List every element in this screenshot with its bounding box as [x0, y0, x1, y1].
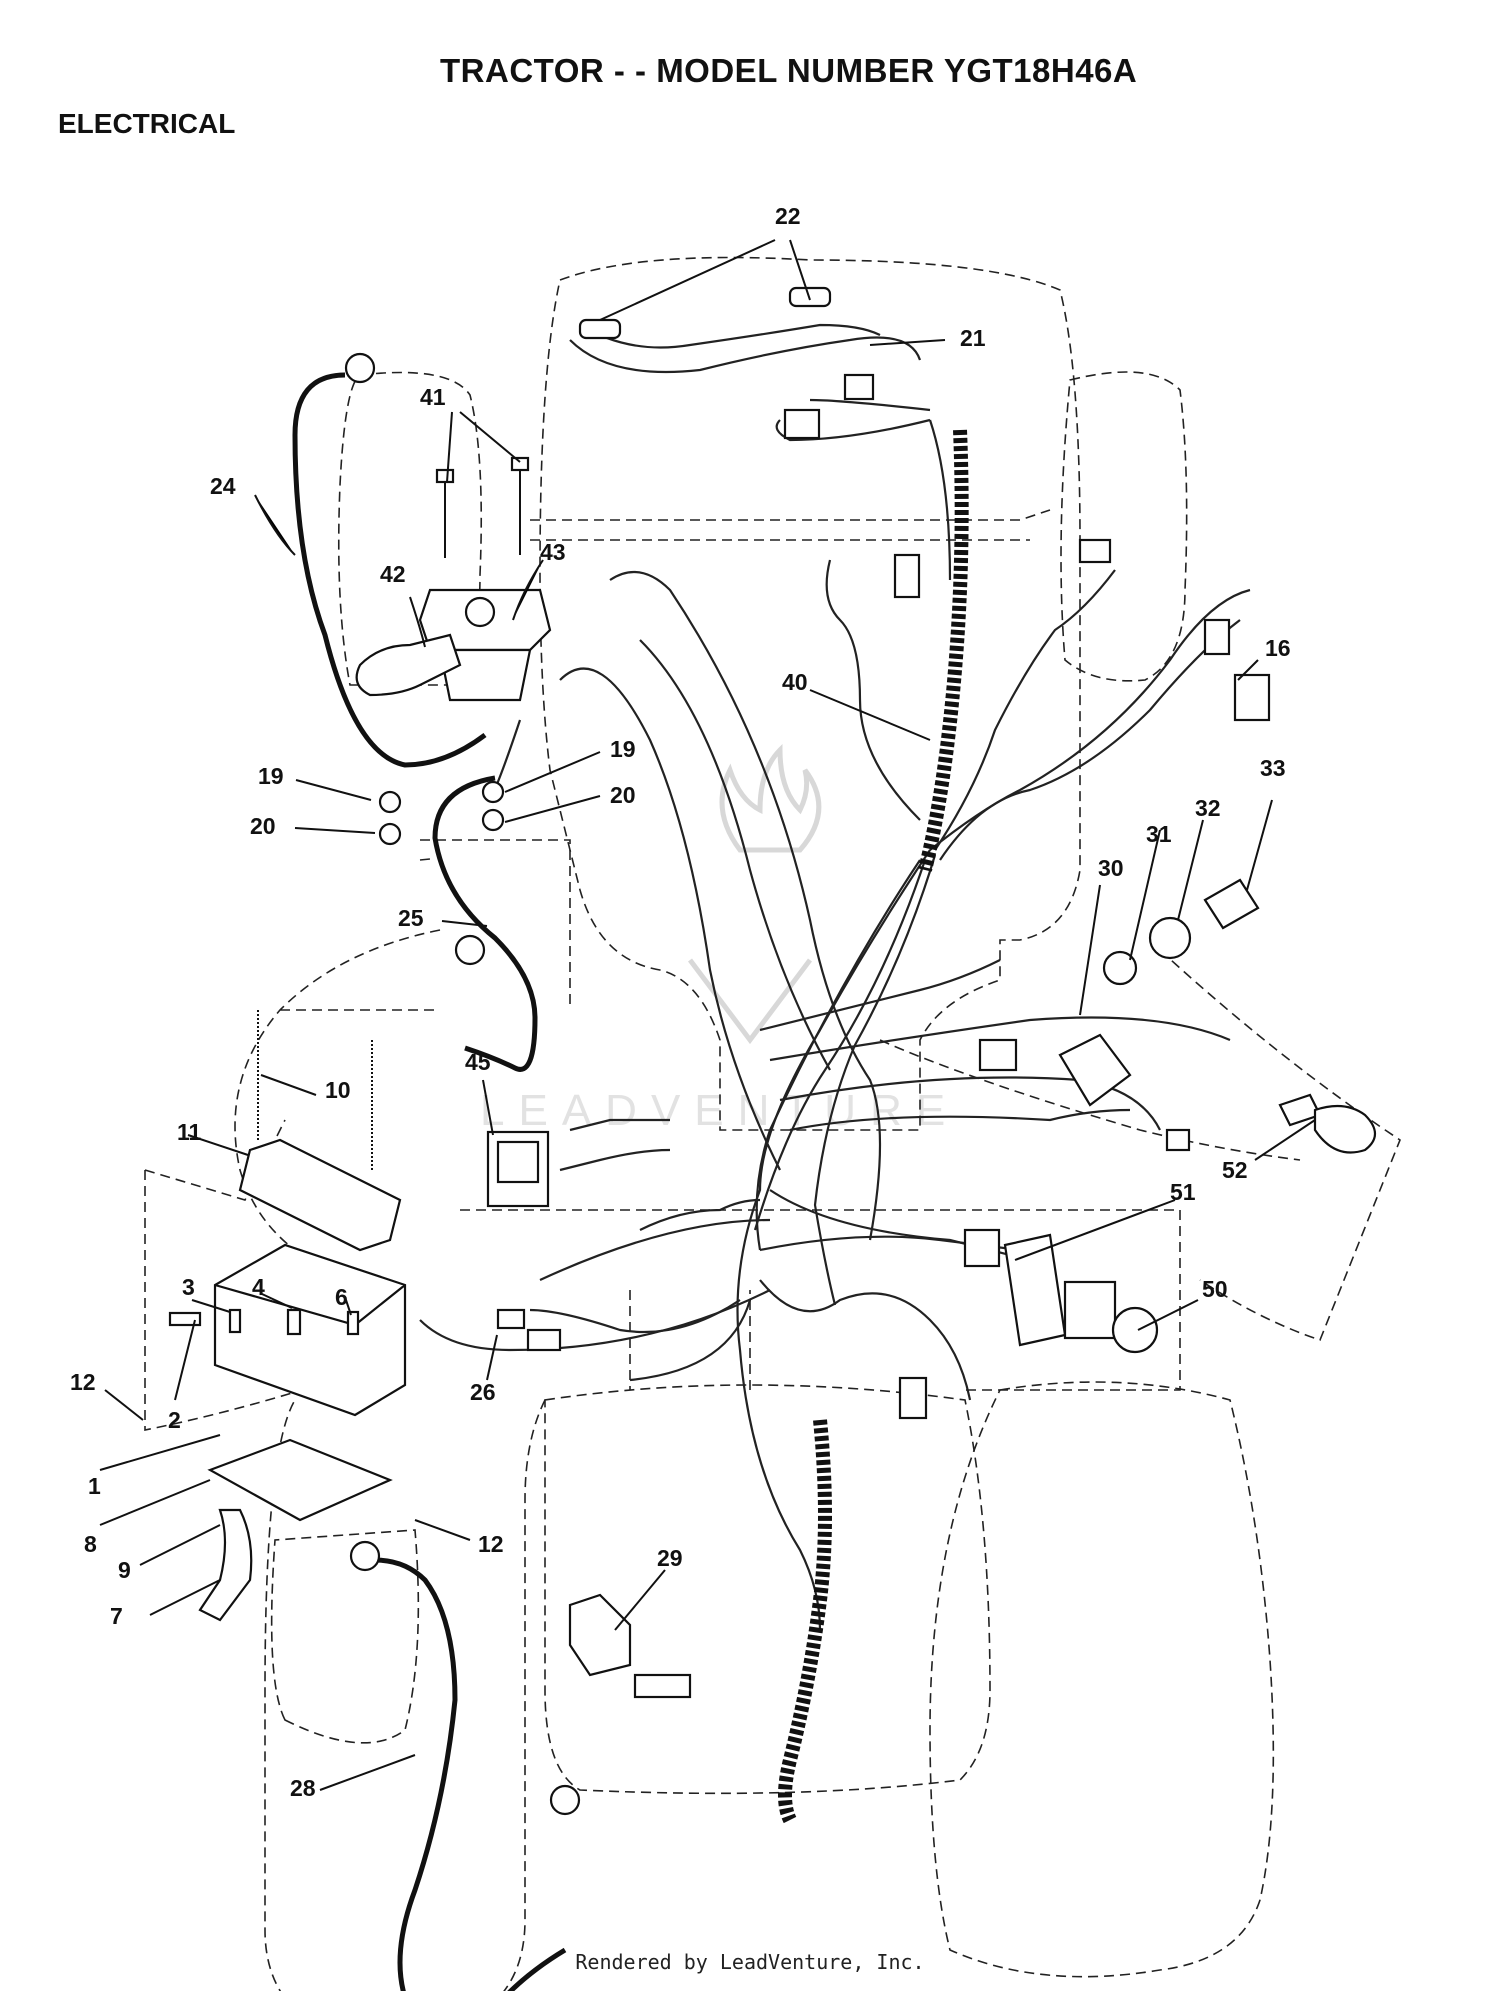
callout-20-left: 20: [250, 813, 276, 839]
brake-switch: [568, 1593, 632, 1677]
callout-11: 11: [177, 1119, 202, 1145]
callout-labels: 22 21 41 24 42 43 16 40 19 19 20 20 33 3…: [70, 203, 1291, 1801]
watermark-logo: LEADVENTURE: [480, 743, 959, 1135]
cable-24: [292, 372, 487, 768]
battery-terminal-nut: [346, 1310, 360, 1336]
wiring-harness: [419, 323, 1251, 1631]
callout-9: 9: [118, 1557, 131, 1583]
callout-3: 3: [182, 1274, 195, 1300]
seat-switch: [1233, 673, 1271, 722]
section-heading: ELECTRICAL: [58, 108, 236, 139]
headlight-connector-2: [783, 408, 821, 440]
callout-50: 50: [1202, 1276, 1228, 1302]
callout-26: 26: [470, 1379, 496, 1405]
connector-a: [978, 1038, 1018, 1072]
connector-f: [1078, 538, 1112, 564]
harness-conduit: [778, 429, 969, 1824]
callout-4: 4: [252, 1274, 265, 1300]
callout-6: 6: [335, 1284, 348, 1310]
cable-28-terminal-top: [349, 1540, 381, 1572]
callout-24: 24: [210, 473, 236, 499]
battery-tray: [207, 1438, 393, 1522]
fuse-holder: [526, 1328, 562, 1352]
callout-12-right: 12: [478, 1531, 504, 1557]
callout-31: 31: [1146, 821, 1172, 847]
callout-12-left: 12: [70, 1369, 96, 1395]
lock-washer-right: [481, 780, 505, 804]
battery-boot: [198, 1508, 253, 1622]
callout-10: 10: [325, 1077, 351, 1103]
callout-41: 41: [420, 384, 446, 410]
bulb-left: [578, 318, 622, 340]
lock-washer-left: [378, 790, 402, 814]
brake-connector: [633, 1673, 692, 1699]
pto-switch: [1063, 1280, 1117, 1340]
callout-28: 28: [290, 1775, 316, 1801]
callout-2: 2: [168, 1407, 181, 1433]
battery: [213, 1243, 407, 1417]
fuse: [496, 1308, 526, 1330]
callout-8: 8: [84, 1531, 97, 1557]
callout-33: 33: [1260, 755, 1286, 781]
callout-16: 16: [1265, 635, 1291, 661]
callout-22: 22: [775, 203, 801, 229]
cable-25: [432, 775, 538, 1072]
battery-nut: [228, 1308, 242, 1334]
footer-credit: Rendered by LeadVenture, Inc.: [575, 1950, 925, 1974]
cable-25-terminal: [454, 934, 486, 966]
page-title: TRACTOR - - MODEL NUMBER YGT18H46A: [440, 52, 1138, 89]
bolt-right: [510, 456, 530, 472]
headlight-connector-1: [843, 373, 875, 401]
callout-29: 29: [657, 1545, 683, 1571]
cable-28-terminal-bottom: [549, 1784, 581, 1816]
connector-e: [893, 553, 921, 599]
battery-terminal-clamp: [286, 1308, 302, 1336]
callout-1: 1: [88, 1473, 101, 1499]
callout-52: 52: [1222, 1157, 1248, 1183]
nut-right: [481, 808, 505, 832]
connector-g: [1203, 618, 1231, 656]
terminal-boot: [355, 633, 462, 697]
connector-d: [898, 1376, 928, 1420]
cable-24-terminal: [344, 352, 376, 384]
callout-43: 43: [540, 539, 566, 565]
callout-19-left: 19: [258, 763, 284, 789]
parts: [168, 286, 1377, 1699]
callout-40: 40: [782, 669, 808, 695]
callout-30: 30: [1098, 855, 1124, 881]
callout-21: 21: [960, 325, 986, 351]
callout-25: 25: [398, 905, 424, 931]
callout-7: 7: [110, 1603, 123, 1629]
pto-knob: [1111, 1306, 1159, 1354]
callout-leaders: [99, 239, 1316, 1791]
callout-51: 51: [1170, 1179, 1196, 1205]
connector-b: [1165, 1128, 1191, 1152]
battery-bolt: [168, 1311, 202, 1327]
cable-28: [374, 1557, 567, 1991]
battery-hold-down: [238, 1138, 402, 1252]
nut-left: [378, 822, 402, 846]
callout-32: 32: [1195, 795, 1221, 821]
connector-c: [963, 1228, 1001, 1268]
callout-19-right: 19: [610, 736, 636, 762]
ignition-nut: [1102, 950, 1138, 986]
ignition-switch: [1058, 1033, 1132, 1107]
tractor-outline: [144, 256, 1401, 1991]
callout-20-right: 20: [610, 782, 636, 808]
ignition-bezel: [1148, 916, 1192, 960]
callout-45: 45: [465, 1049, 491, 1075]
callout-42: 42: [380, 561, 406, 587]
watermark-text: LEADVENTURE: [480, 1086, 959, 1135]
ignition-key: [1203, 878, 1260, 930]
ground-cables: [292, 352, 581, 1991]
bolt-left: [435, 468, 455, 484]
